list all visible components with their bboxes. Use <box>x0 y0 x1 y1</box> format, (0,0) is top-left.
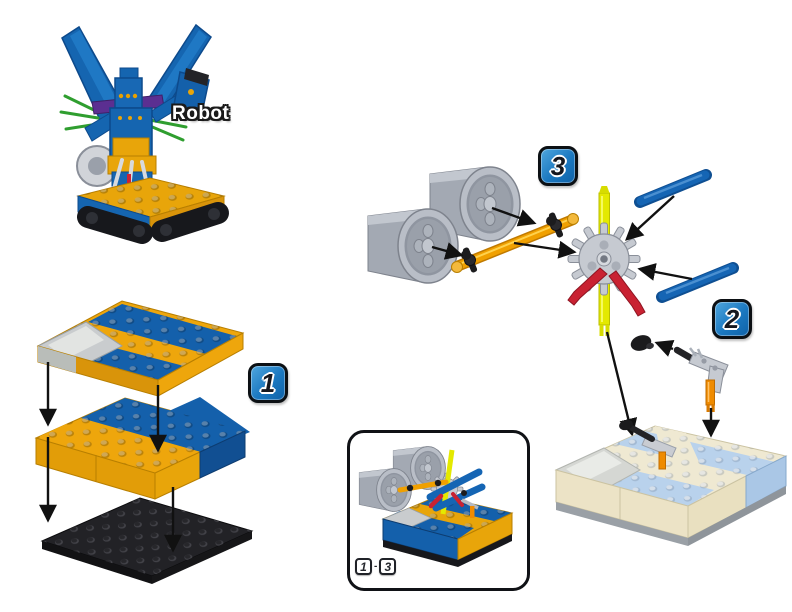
inset-step-range: 1 - 3 <box>355 558 397 575</box>
step2-assembly <box>554 335 788 546</box>
step1-black-baseplate <box>40 497 254 584</box>
robot-track-base <box>76 177 229 244</box>
step2-floating-parts <box>630 335 729 412</box>
robot-head <box>114 67 143 109</box>
assembly-arrow <box>605 331 638 437</box>
inset-blue-rod-upper <box>426 468 483 501</box>
inset-red-connector <box>428 493 444 509</box>
step-3-badge: 3 <box>538 146 578 186</box>
red-connector-left <box>567 267 608 306</box>
robot-hip-wheel-hub <box>88 157 106 175</box>
ghost-black-cap <box>619 419 633 431</box>
assembly-arrow <box>513 240 577 259</box>
inset-orange-rod <box>470 506 475 518</box>
inset-combined-assembly <box>358 446 514 567</box>
axle-black-connector <box>461 250 471 260</box>
orange-rod <box>705 379 715 412</box>
robot-wings <box>61 23 212 124</box>
gray-angle-connector <box>688 347 729 394</box>
step3-arrows <box>431 206 577 260</box>
inset-red-connector <box>451 492 464 507</box>
robot-red-detail <box>127 174 131 183</box>
gear-arrows <box>605 195 693 437</box>
inset-blue-rod-lower <box>432 483 486 512</box>
step-1-badge: 1 <box>248 363 288 403</box>
robot-right-arm <box>149 68 210 123</box>
step-2-badge: 2 <box>712 299 752 339</box>
assembly-arrow <box>654 339 675 357</box>
assembly-arrow <box>431 242 464 260</box>
blue-rod-upper <box>634 169 712 208</box>
red-connector-right <box>608 270 646 317</box>
black-cap-connector <box>630 335 652 351</box>
inset-range-separator: - <box>374 560 378 572</box>
step1-middle-plate-layer <box>34 397 250 500</box>
inset-gray-connector <box>461 498 479 510</box>
wheel-front <box>367 208 459 284</box>
step1-assembly-arrows <box>39 362 182 553</box>
step1-assembly <box>34 300 254 584</box>
model-name-label: Robot <box>172 103 230 124</box>
step3-assembly <box>367 166 579 284</box>
gear-wheel <box>567 222 641 296</box>
axle-black-connector <box>546 216 556 226</box>
assembly-arrow <box>491 206 537 227</box>
step2-ghost-base <box>554 419 788 546</box>
assembly-arrow <box>625 195 675 241</box>
inset-range-to: 3 <box>379 558 397 575</box>
robot-model-illustration <box>59 23 229 244</box>
assembly-arrow <box>637 263 693 281</box>
inset-panel-border <box>347 430 530 591</box>
ghost-orange-rod <box>658 451 666 470</box>
blue-rod-lower <box>656 262 739 303</box>
step1-top-plate-layer <box>36 300 245 397</box>
ghost-black-rod <box>629 425 655 442</box>
step2-arrows <box>654 339 720 438</box>
gear-rod-assembly <box>567 169 739 437</box>
inset-range-from: 1 <box>355 558 372 575</box>
